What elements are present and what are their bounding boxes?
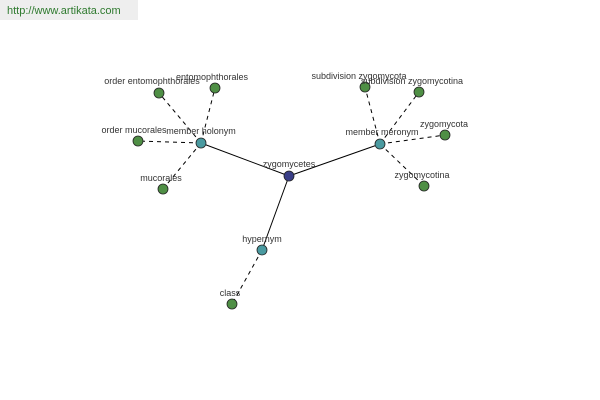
leaf-node-class[interactable] (226, 298, 238, 310)
relation-label-member-meronym: member meronym (345, 127, 418, 137)
edge-dashed-order-entomophthorales (158, 92, 202, 144)
leaf-node-order-entomophthorales[interactable] (153, 87, 165, 99)
edge-center-to-member-holonym (200, 142, 290, 177)
leaf-label-zygomycota: zygomycota (420, 119, 468, 129)
leaf-label-subdivision-zygomycotina: subdivision zygomycotina (361, 76, 463, 86)
edge-dashed-mucorales (162, 142, 202, 190)
edge-dashed-class (231, 249, 263, 305)
edge-dashed-subdivision-zygomycota (364, 86, 381, 145)
leaf-label-entomophthorales: entomophthorales (176, 72, 249, 82)
labels: zygomycetes member holonym order entomopht… (101, 71, 468, 298)
leaf-label-order-entomophthorales: order entomophthorales (104, 76, 200, 86)
edge-center-to-member-meronym (288, 143, 381, 177)
edge-dashed-entomophthorales (200, 87, 216, 144)
edge-dashed-zygomycotina (379, 143, 425, 187)
relation-label-member-holonym: member holonym (166, 126, 236, 136)
nodes (132, 81, 451, 310)
center-node-label: zygomycetes (263, 159, 316, 169)
leaf-node-subdivision-zygomycota[interactable] (359, 81, 371, 93)
leaf-node-subdivision-zygomycotina[interactable] (413, 86, 425, 98)
edge-center-to-hypernym (261, 175, 290, 251)
edge-dashed-zygomycota (379, 134, 446, 145)
leaf-label-mucorales: mucorales (140, 173, 182, 183)
edges (137, 86, 446, 305)
leaf-node-entomophthorales[interactable] (209, 82, 221, 94)
center-node[interactable] (283, 170, 295, 182)
leaf-label-zygomycotina: zygomycotina (394, 170, 449, 180)
edge-dashed-subdivision-zygomycotina (379, 91, 420, 145)
leaf-node-zygomycota[interactable] (439, 129, 451, 141)
leaf-node-zygomycotina[interactable] (418, 180, 430, 192)
leaf-label-order-mucorales: order mucorales (101, 125, 167, 135)
relation-label-hypernym: hypernym (242, 234, 282, 244)
site-link-bar[interactable]: http://www.artikata.com (0, 0, 138, 20)
leaf-node-order-mucorales[interactable] (132, 135, 144, 147)
leaf-label-class: class (220, 288, 241, 298)
relation-node-member-holonym[interactable] (195, 137, 207, 149)
relation-node-member-meronym[interactable] (374, 138, 386, 150)
leaf-node-mucorales[interactable] (157, 183, 169, 195)
site-url-link[interactable]: http://www.artikata.com (7, 5, 121, 17)
edge-dashed-order-mucorales (137, 140, 202, 144)
leaf-label-subdivision-zygomycota: subdivision zygomycota (311, 71, 406, 81)
relation-node-hypernym[interactable] (256, 244, 268, 256)
